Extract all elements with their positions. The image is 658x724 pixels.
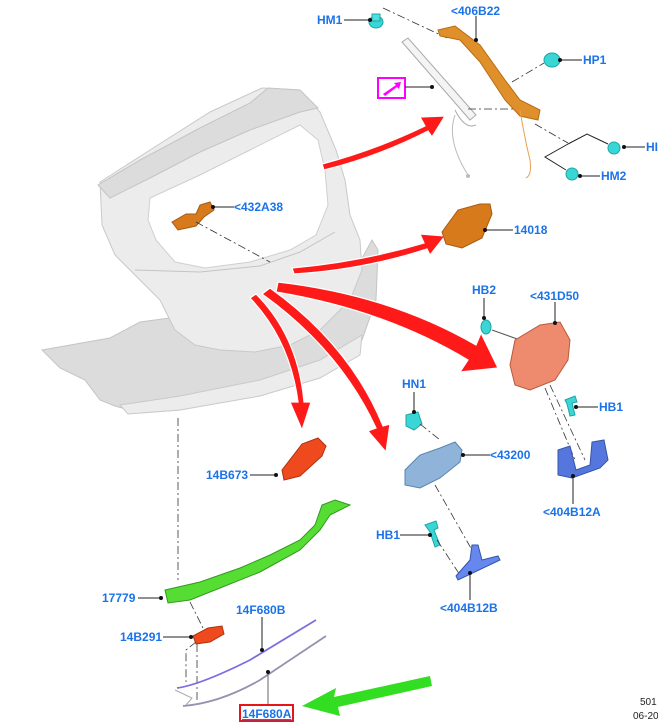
switch-14b673	[281, 437, 327, 481]
label-431d50[interactable]: <431D50	[530, 289, 579, 303]
fastener-hm1	[368, 13, 384, 29]
label-14b673[interactable]: 14B673	[206, 468, 248, 482]
label-hp1[interactable]: HP1	[583, 53, 607, 67]
reference-icon-box[interactable]	[377, 77, 406, 99]
gas-strut	[401, 37, 477, 178]
label-14b291[interactable]: 14B291	[120, 630, 162, 644]
callout-arrow-strut	[321, 115, 447, 171]
leader-lines	[138, 16, 645, 707]
fastener-hi	[607, 141, 621, 155]
connector-14b291	[192, 625, 225, 645]
label-hm2[interactable]: HM2	[601, 169, 627, 183]
fastener-hp1	[543, 52, 561, 68]
label-hb1-left[interactable]: HB1	[376, 528, 400, 542]
bracket-404b12a	[557, 439, 609, 479]
callout-arrow-14018	[291, 233, 447, 275]
highlighted-part-label[interactable]: 14F680A	[239, 704, 294, 722]
callout-arrows	[249, 115, 499, 454]
label-404b12b[interactable]: <404B12B	[440, 601, 498, 615]
label-hm1[interactable]: HM1	[317, 13, 343, 27]
callout-arrow-43200	[260, 287, 391, 454]
pointer-arrow-14f680a	[302, 676, 432, 716]
label-hb1-right[interactable]: HB1	[599, 400, 623, 414]
cable-14f680a	[182, 635, 327, 707]
footer-ref-line1: 501	[640, 697, 657, 708]
callout-arrow-14b673	[249, 293, 312, 432]
label-hi[interactable]: HI	[646, 140, 658, 154]
cable-14f680b	[176, 619, 317, 689]
fastener-hb1-right	[564, 395, 578, 417]
label-43200[interactable]: <43200	[490, 448, 531, 462]
liftgate-spoiler	[97, 87, 319, 199]
magenta-arrow-icon	[383, 82, 401, 96]
bracket-404b12b	[455, 544, 501, 581]
callout-arrow-431d50	[275, 281, 499, 373]
module-14018	[441, 203, 493, 249]
label-404b12a[interactable]: <404B12A	[543, 505, 601, 519]
label-14018[interactable]: 14018	[514, 223, 548, 237]
liftgate-window-opening	[147, 124, 329, 269]
label-432a38[interactable]: <432A38	[234, 200, 283, 214]
latch-431d50	[509, 321, 571, 391]
harness-17779	[164, 499, 352, 604]
label-hb2[interactable]: HB2	[472, 283, 496, 297]
label-14f680b[interactable]: 14F680B	[236, 603, 286, 617]
fastener-hm2	[565, 167, 579, 181]
label-17779[interactable]: 17779	[102, 591, 136, 605]
label-406b22[interactable]: <406B22	[451, 4, 500, 18]
fastener-hb2	[480, 319, 492, 335]
label-hn1[interactable]: HN1	[402, 377, 426, 391]
label-14f680a[interactable]: 14F680A	[242, 707, 292, 721]
footer-ref-line2: 06-20	[633, 711, 658, 722]
bracket-43200	[404, 441, 463, 489]
bracket-406b22	[437, 25, 541, 179]
fastener-hn1	[405, 411, 423, 431]
fastener-hb1-left	[424, 520, 441, 548]
